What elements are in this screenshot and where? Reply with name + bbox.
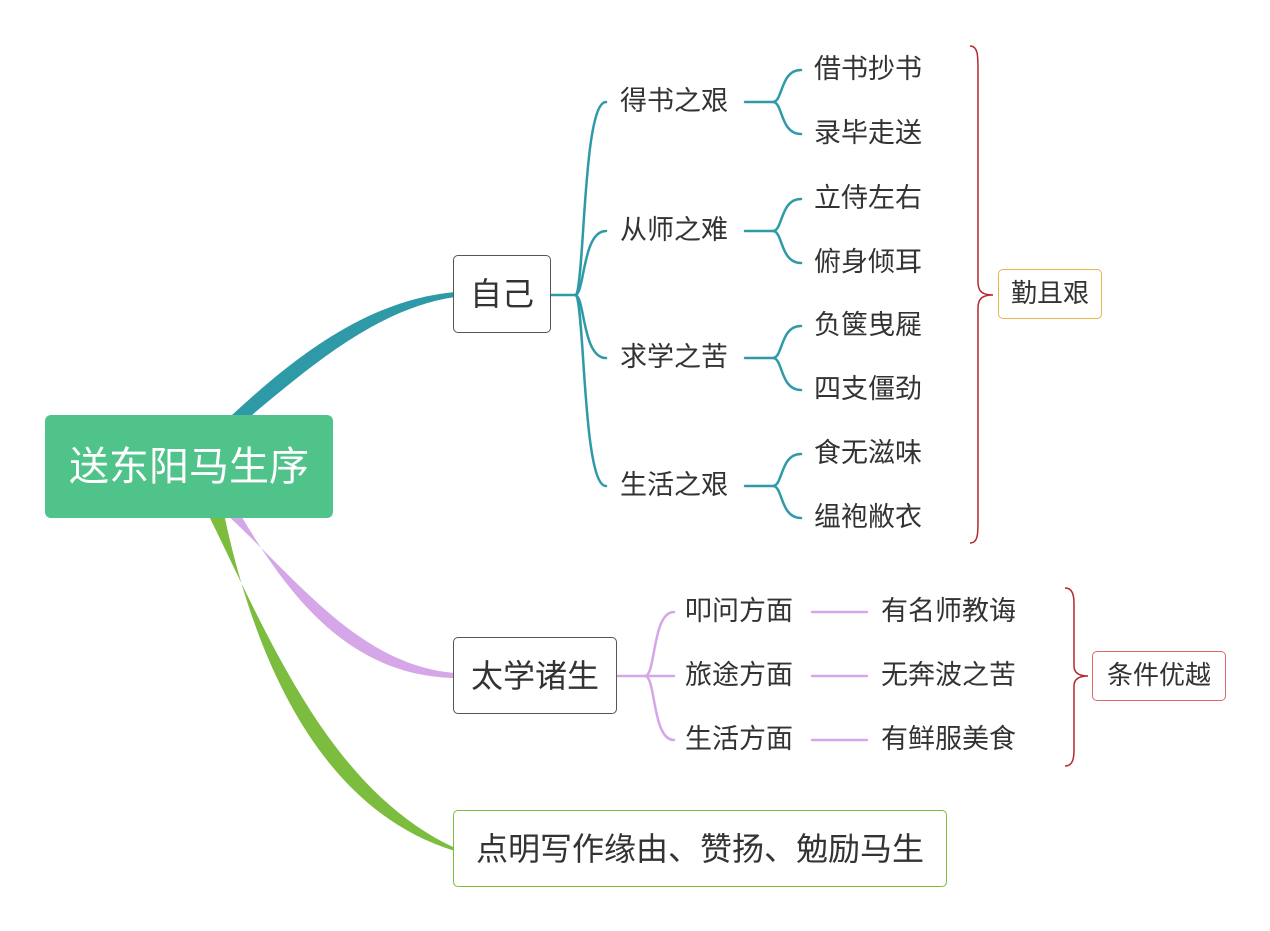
detail-stiff-limbs[interactable]: 四支僵劲 (814, 374, 922, 405)
detail-return-books[interactable]: 录毕走送 (814, 118, 922, 149)
detail-famous-teachers[interactable]: 有名师教诲 (881, 596, 1016, 627)
subtopic-study-hardship[interactable]: 求学之苦 (620, 342, 728, 373)
detail-no-travel[interactable]: 无奔波之苦 (881, 660, 1016, 691)
aspect-living[interactable]: 生活方面 (685, 724, 793, 755)
students-connectors (615, 610, 869, 742)
summary-good-conditions[interactable]: 条件优越 (1092, 651, 1226, 701)
branch-self (232, 292, 455, 420)
detail-carry-box[interactable]: 负箧曳屣 (814, 310, 922, 341)
detail-stand-beside[interactable]: 立侍左右 (814, 183, 922, 214)
detail-bow-listen[interactable]: 俯身倾耳 (814, 247, 922, 278)
subtopic-find-teacher[interactable]: 从师之难 (620, 215, 728, 246)
detail-tasteless-food[interactable]: 食无滋味 (814, 438, 922, 469)
topic-students[interactable]: 太学诸生 (453, 637, 617, 714)
topic-purpose[interactable]: 点明写作缘由、赞扬、勉励马生 (453, 810, 947, 887)
subtopic-living-hardship[interactable]: 生活之艰 (620, 470, 728, 501)
self-connectors (549, 68, 803, 520)
summary-brace-self (969, 45, 994, 544)
summary-diligent-hard[interactable]: 勤且艰 (998, 269, 1102, 319)
detail-old-robe[interactable]: 缊袍敝衣 (814, 502, 922, 533)
summary-brace-students (1064, 587, 1089, 767)
branch-students (224, 512, 455, 678)
topic-self[interactable]: 自己 (453, 255, 551, 333)
detail-borrow-copy[interactable]: 借书抄书 (814, 54, 922, 85)
detail-fine-clothes[interactable]: 有鲜服美食 (881, 724, 1016, 755)
aspect-inquiry[interactable]: 叩问方面 (685, 596, 793, 627)
root-topic[interactable]: 送东阳马生序 (45, 415, 333, 518)
subtopic-get-books[interactable]: 得书之艰 (620, 86, 728, 117)
branch-purpose (208, 514, 455, 851)
aspect-journey[interactable]: 旅途方面 (685, 660, 793, 691)
